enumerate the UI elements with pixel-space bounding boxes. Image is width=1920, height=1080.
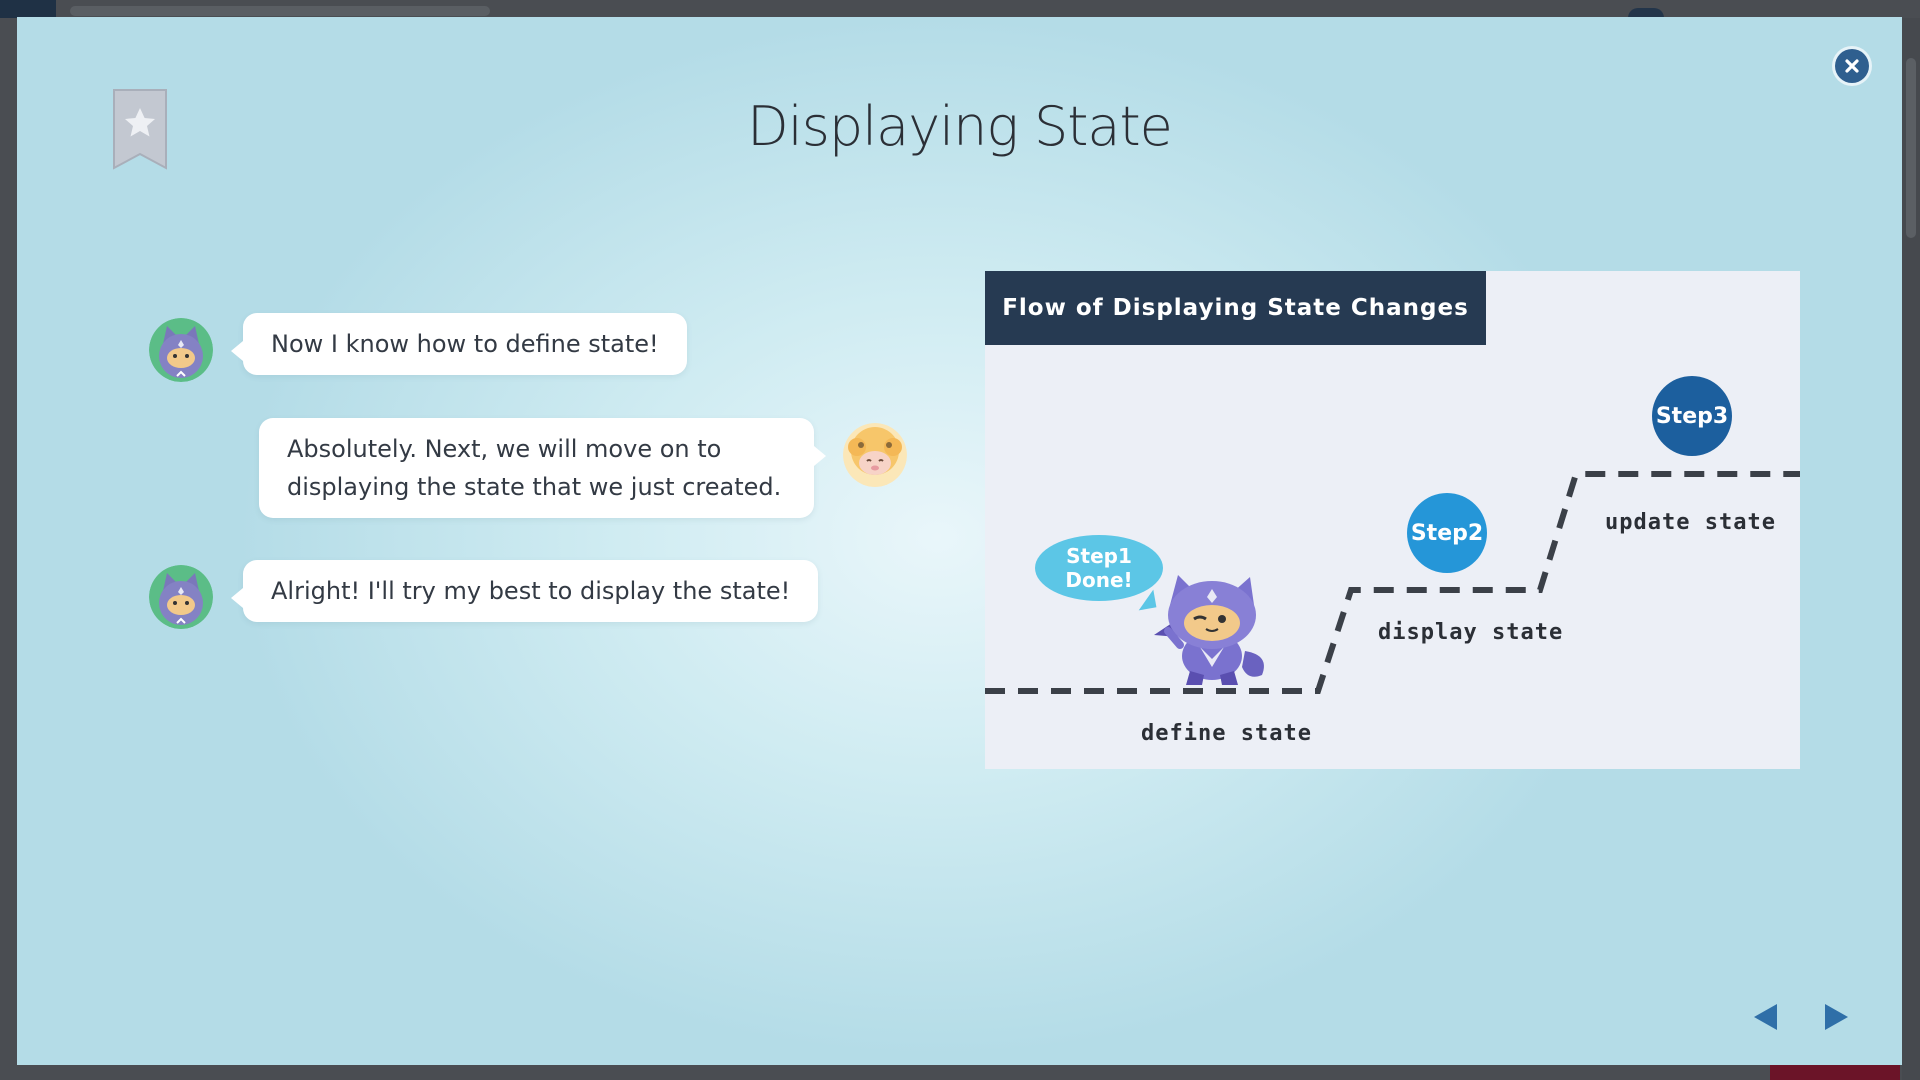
state-flow-diagram: Flow of Displaying State Changes Step1 D…	[985, 271, 1800, 769]
chat-text-line: Absolutely. Next, we will move on to	[287, 435, 722, 463]
previous-slide-button[interactable]	[1751, 1002, 1781, 1032]
chat-bubble-3: Alright! I'll try my best to display the…	[230, 560, 819, 622]
ninja-cat-avatar	[149, 318, 213, 382]
triangle-right-icon	[1825, 1004, 1848, 1030]
ninja-mascot-illustration	[1154, 575, 1264, 685]
scrollbar-thumb[interactable]	[1906, 58, 1916, 238]
chat-text: Alright! I'll try my best to display the…	[271, 577, 791, 605]
slide-title: Displaying State	[747, 95, 1173, 158]
sheep-avatar	[843, 423, 907, 487]
background-app-logo	[0, 0, 56, 18]
speech-line: Done!	[1065, 568, 1133, 592]
close-button[interactable]	[1835, 49, 1869, 83]
step2-badge: Step2	[1407, 493, 1487, 573]
bookmark-button[interactable]	[112, 88, 168, 170]
step2-label: display state	[1378, 620, 1564, 645]
background-contact-button[interactable]	[1770, 1064, 1900, 1080]
background-avatar	[1628, 8, 1664, 18]
slide-modal: Displaying State Now I know how to defin…	[17, 17, 1902, 1065]
page-scrollbar[interactable]	[1902, 18, 1920, 1080]
step3-badge: Step3	[1652, 376, 1732, 456]
step1-label: define state	[1141, 721, 1312, 746]
chat-text: Now I know how to define state!	[271, 330, 659, 358]
step1-done-bubble: Step1 Done!	[1035, 535, 1163, 601]
close-icon	[1845, 59, 1859, 73]
next-slide-button[interactable]	[1821, 1002, 1851, 1032]
chat-bubble-2: Absolutely. Next, we will move on to dis…	[259, 418, 826, 518]
background-progress-bar	[70, 6, 490, 16]
chat-text-line: displaying the state that we just create…	[287, 473, 782, 501]
ninja-cat-avatar	[149, 565, 213, 629]
diagram-title: Flow of Displaying State Changes	[985, 271, 1486, 345]
triangle-left-icon	[1754, 1004, 1777, 1030]
step3-label: update state	[1605, 510, 1776, 535]
chat-bubble-1: Now I know how to define state!	[231, 313, 687, 375]
speech-line: Step1	[1066, 544, 1132, 568]
bookmark-star-icon	[113, 89, 167, 170]
staircase-path	[985, 471, 1800, 694]
